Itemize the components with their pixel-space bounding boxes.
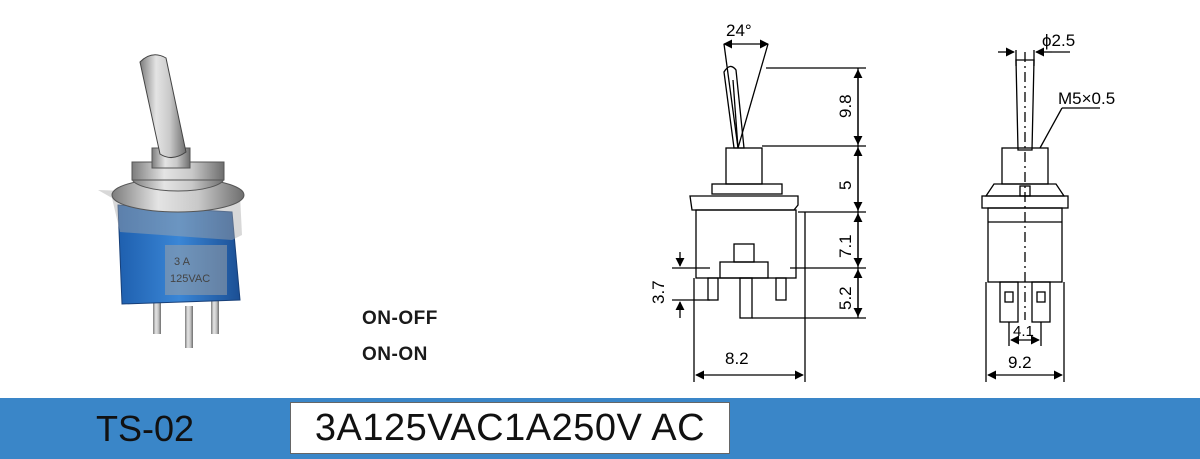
mode-label-on-on: ON-ON — [362, 344, 428, 365]
terminal-pin — [185, 306, 193, 348]
terminal-pin — [211, 300, 219, 334]
front-terminal-left — [707, 277, 719, 301]
side-body — [987, 207, 1063, 283]
switch-lever — [139, 54, 187, 158]
dim-lever-diameter: ϕ2.5 — [1042, 31, 1075, 50]
switch-photo: 3 A 125VAC — [98, 54, 245, 348]
front-nut — [711, 183, 783, 195]
dim-side-width: 9.2 — [1008, 353, 1032, 372]
side-lever — [1015, 59, 1035, 151]
dim-body-height: 7.1 — [836, 234, 855, 258]
dim-terminal-spacing: 4.1 — [1013, 323, 1034, 340]
front-lever — [723, 65, 745, 149]
rating-box: 3A125VAC1A250V AC — [290, 402, 730, 454]
dim-angle: 24° — [726, 21, 752, 40]
dim-lever-height: 9.8 — [836, 94, 855, 118]
side-view-drawing — [981, 47, 1100, 382]
front-terminal-center — [739, 277, 753, 319]
dim-terminal-offset: 3.7 — [649, 280, 668, 304]
body-print-line2: 125VAC — [170, 273, 210, 285]
dim-terminal-length: 5.2 — [836, 286, 855, 310]
electrical-rating: 3A125VAC1A250V AC — [314, 406, 706, 449]
terminal-pin — [153, 300, 161, 334]
body-label-plate — [165, 245, 227, 295]
dim-width: 8.2 — [725, 349, 749, 368]
body-print-line1: 3 A — [174, 256, 191, 268]
model-number: TS-02 — [95, 407, 195, 449]
dim-bushing-height: 5 — [836, 181, 855, 190]
mode-label-on-off: ON-OFF — [362, 308, 438, 329]
front-bracket — [689, 195, 799, 211]
front-bushing — [725, 147, 763, 185]
dim-thread: M5×0.5 — [1058, 89, 1115, 108]
front-view-drawing — [672, 39, 866, 382]
front-terminal-right — [775, 277, 787, 301]
